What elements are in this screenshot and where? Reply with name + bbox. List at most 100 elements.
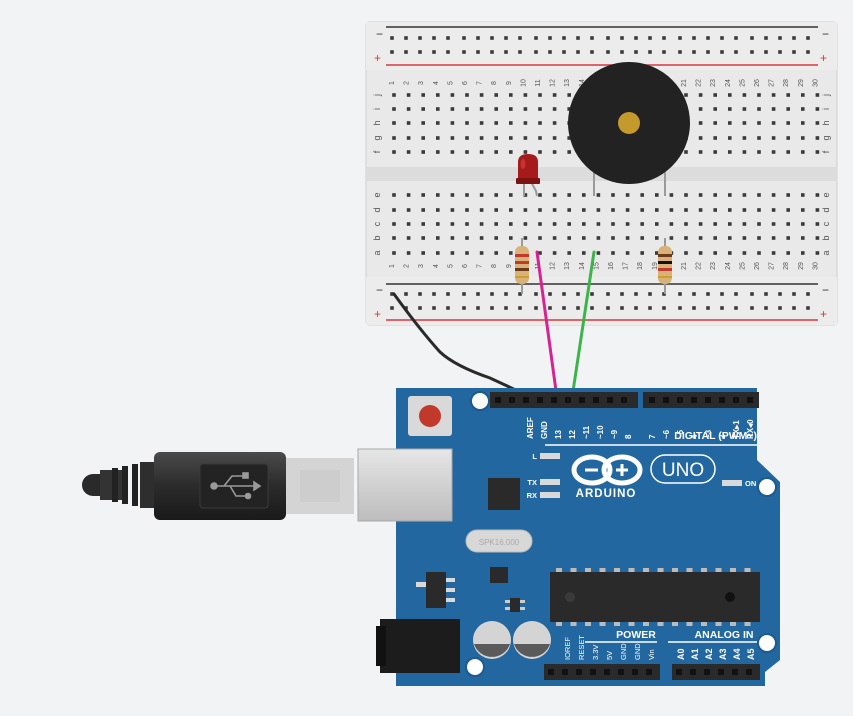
rail-hole[interactable] [678,50,682,54]
rail-hole[interactable] [518,36,522,40]
rail-hole[interactable] [692,36,696,40]
terminal-hole[interactable] [728,136,732,140]
terminal-hole[interactable] [757,150,761,154]
header-socket[interactable] [590,669,596,675]
terminal-hole[interactable] [406,136,411,140]
rail-hole[interactable] [606,306,610,310]
rail-hole[interactable] [476,50,480,54]
terminal-hole[interactable] [494,236,498,240]
rail-hole[interactable] [504,306,508,310]
rail-hole[interactable] [792,306,796,310]
terminal-hole[interactable] [523,93,528,97]
terminal-hole[interactable] [567,150,571,154]
terminal-hole[interactable] [421,107,425,111]
terminal-hole[interactable] [567,236,571,240]
terminal-hole[interactable] [406,107,411,111]
header-socket[interactable] [733,397,739,403]
rail-hole[interactable] [446,306,450,310]
terminal-hole[interactable] [771,251,776,255]
terminal-hole[interactable] [728,193,732,197]
header-socket[interactable] [621,397,627,403]
terminal-hole[interactable] [392,107,396,111]
terminal-hole[interactable] [523,136,528,140]
terminal-hole[interactable] [421,222,425,226]
terminal-hole[interactable] [392,236,396,240]
terminal-hole[interactable] [815,136,820,140]
rail-hole[interactable] [750,292,754,296]
terminal-hole[interactable] [552,107,557,111]
terminal-hole[interactable] [742,208,747,212]
rail-hole[interactable] [648,36,652,40]
rail-hole[interactable] [750,306,754,310]
rail-hole[interactable] [534,292,538,296]
terminal-hole[interactable] [509,93,513,97]
terminal-hole[interactable] [450,121,455,125]
terminal-hole[interactable] [465,136,469,140]
rail-hole[interactable] [548,306,552,310]
terminal-hole[interactable] [523,150,528,154]
terminal-hole[interactable] [771,93,776,97]
rail-hole[interactable] [764,50,768,54]
terminal-hole[interactable] [406,222,411,226]
terminal-hole[interactable] [625,222,630,226]
terminal-hole[interactable] [786,93,790,97]
terminal-hole[interactable] [421,93,425,97]
terminal-hole[interactable] [538,222,542,226]
header-socket[interactable] [719,397,725,403]
header-socket[interactable] [677,397,683,403]
terminal-hole[interactable] [392,136,396,140]
terminal-hole[interactable] [494,208,498,212]
rail-hole[interactable] [678,292,682,296]
rail-hole[interactable] [548,292,552,296]
terminal-hole[interactable] [552,208,557,212]
terminal-hole[interactable] [465,107,469,111]
terminal-hole[interactable] [698,236,703,240]
terminal-hole[interactable] [596,193,601,197]
terminal-hole[interactable] [523,107,528,111]
terminal-hole[interactable] [421,136,425,140]
rail-hole[interactable] [764,36,768,40]
terminal-hole[interactable] [801,121,805,125]
terminal-hole[interactable] [713,208,717,212]
rail-hole[interactable] [606,50,610,54]
terminal-hole[interactable] [611,251,615,255]
terminal-hole[interactable] [771,150,776,154]
rail-hole[interactable] [590,292,594,296]
terminal-hole[interactable] [713,193,717,197]
rail-hole[interactable] [706,36,710,40]
rail-hole[interactable] [750,36,754,40]
rail-hole[interactable] [590,306,594,310]
rail-hole[interactable] [504,292,508,296]
terminal-hole[interactable] [523,236,528,240]
rail-hole[interactable] [446,292,450,296]
terminal-hole[interactable] [406,93,411,97]
rail-hole[interactable] [750,50,754,54]
header-socket[interactable] [646,669,652,675]
rail-hole[interactable] [518,306,522,310]
terminal-hole[interactable] [596,251,601,255]
terminal-hole[interactable] [669,208,674,212]
terminal-hole[interactable] [392,208,396,212]
rail-hole[interactable] [662,306,666,310]
terminal-hole[interactable] [742,93,747,97]
terminal-hole[interactable] [509,251,513,255]
terminal-hole[interactable] [582,222,586,226]
terminal-hole[interactable] [479,251,484,255]
rail-hole[interactable] [620,306,624,310]
rail-hole[interactable] [706,292,710,296]
terminal-hole[interactable] [538,193,542,197]
rail-hole[interactable] [404,50,408,54]
terminal-hole[interactable] [757,251,761,255]
rail-hole[interactable] [518,50,522,54]
piezo-buzzer[interactable] [568,62,690,196]
rail-hole[interactable] [634,36,638,40]
rail-hole[interactable] [490,50,494,54]
rail-hole[interactable] [692,292,696,296]
rail-hole[interactable] [778,36,782,40]
digital-header-left[interactable] [490,392,638,408]
terminal-hole[interactable] [684,150,688,154]
terminal-hole[interactable] [406,193,411,197]
rail-hole[interactable] [734,50,738,54]
terminal-hole[interactable] [450,150,455,154]
terminal-hole[interactable] [509,193,513,197]
